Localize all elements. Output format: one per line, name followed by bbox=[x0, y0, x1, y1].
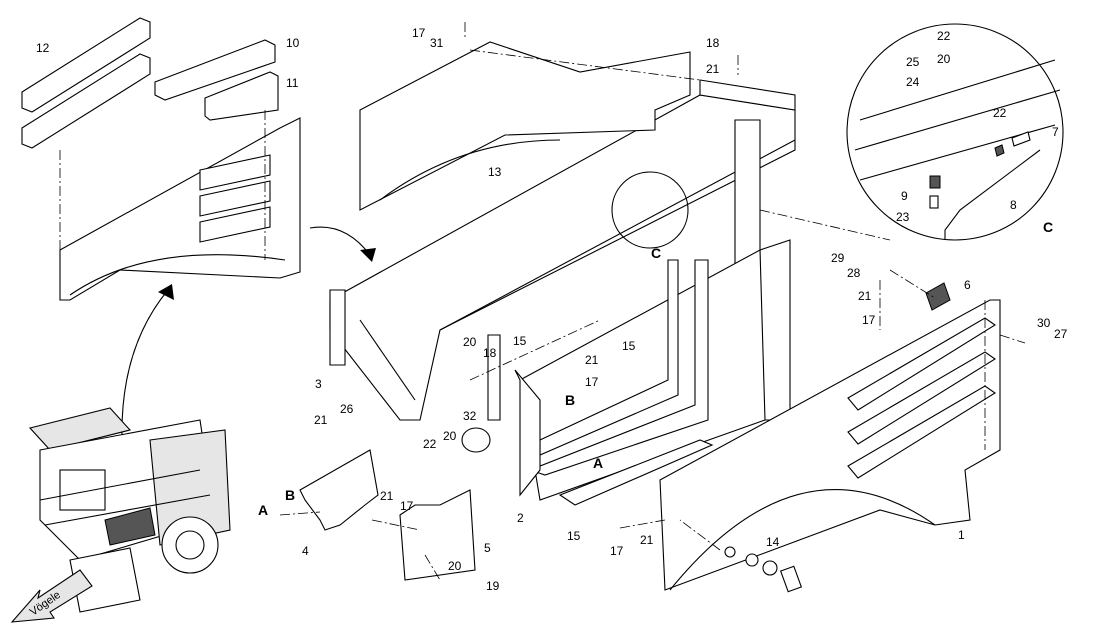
upper-left-panel-assembly bbox=[21, 17, 301, 301]
callout-32: 32 bbox=[463, 409, 477, 423]
callout-3: 3 bbox=[315, 377, 322, 391]
callout-26: 26 bbox=[340, 402, 354, 416]
callout-22: 22 bbox=[993, 106, 1007, 120]
callout-A: A bbox=[593, 455, 603, 471]
part-15-lower-rail bbox=[558, 439, 714, 506]
part-5-cover bbox=[399, 489, 476, 581]
callout-22: 22 bbox=[423, 437, 437, 451]
callout-13: 13 bbox=[488, 165, 502, 179]
callout-21: 21 bbox=[858, 289, 872, 303]
callout-19: 19 bbox=[486, 579, 500, 593]
callout-2: 2 bbox=[517, 511, 524, 525]
part-6-hinge bbox=[925, 282, 951, 311]
callout-17: 17 bbox=[412, 26, 426, 40]
callout-A: A bbox=[258, 502, 268, 518]
callout-17: 17 bbox=[862, 313, 876, 327]
callout-31: 31 bbox=[430, 36, 444, 50]
part-9-clip bbox=[929, 175, 941, 189]
callout-20: 20 bbox=[937, 52, 951, 66]
callout-18: 18 bbox=[483, 346, 497, 360]
callout-25: 25 bbox=[906, 55, 920, 69]
callout-B: B bbox=[285, 487, 295, 503]
detail-c-inset bbox=[846, 23, 1064, 241]
part-23-screw bbox=[929, 195, 939, 209]
part-12-strip-upper bbox=[21, 17, 151, 113]
part-8-rod bbox=[944, 149, 1041, 240]
callout-18: 18 bbox=[706, 36, 720, 50]
callout-8: 8 bbox=[1010, 198, 1017, 212]
part-15-rail-right bbox=[528, 259, 709, 476]
part-13-top-panel bbox=[359, 41, 691, 211]
highlighted-panel-area bbox=[104, 507, 156, 546]
callout-11: 11 bbox=[286, 76, 299, 90]
callout-21: 21 bbox=[314, 413, 328, 427]
callout-21: 21 bbox=[706, 62, 720, 76]
callout-15: 15 bbox=[513, 334, 527, 348]
part-3-bracket bbox=[329, 289, 346, 366]
callout-17: 17 bbox=[400, 499, 414, 513]
part-12-strip-lower bbox=[21, 53, 151, 149]
part-14-lock-assembly bbox=[724, 546, 803, 593]
callout-10: 10 bbox=[286, 36, 300, 50]
callout-7: 7 bbox=[1052, 125, 1059, 139]
callout-4: 4 bbox=[302, 544, 309, 558]
callout-27: 27 bbox=[1054, 327, 1068, 341]
callout-C: C bbox=[651, 245, 661, 261]
callout-C: C bbox=[1043, 219, 1053, 235]
callout-24: 24 bbox=[906, 75, 920, 89]
part-4-plate bbox=[299, 449, 379, 531]
callout-14: 14 bbox=[766, 535, 780, 549]
callout-28: 28 bbox=[847, 266, 861, 280]
machine-overview-illustration bbox=[28, 407, 231, 613]
callout-6: 6 bbox=[964, 278, 971, 292]
detail-c-marker-circle bbox=[611, 171, 689, 249]
callout-9: 9 bbox=[901, 189, 908, 203]
callout-20: 20 bbox=[443, 429, 457, 443]
callout-21: 21 bbox=[640, 533, 654, 547]
callout-30: 30 bbox=[1037, 316, 1051, 330]
callout-20: 20 bbox=[448, 559, 462, 573]
callout-5: 5 bbox=[484, 541, 491, 555]
callout-15: 15 bbox=[567, 529, 581, 543]
callout-20: 20 bbox=[463, 335, 477, 349]
callout-B: B bbox=[565, 392, 575, 408]
callout-15: 15 bbox=[622, 339, 636, 353]
callout-23: 23 bbox=[896, 210, 910, 224]
callout-labels: 12 10 11 17 31 13 18 21 22 20 25 24 22 7… bbox=[36, 26, 1068, 593]
callout-17: 17 bbox=[585, 375, 599, 389]
part-10-plate bbox=[154, 39, 276, 101]
callout-22: 22 bbox=[937, 29, 951, 43]
part-11-block bbox=[204, 71, 279, 121]
part-15-vertical-strip bbox=[487, 334, 501, 421]
flow-arrow-right bbox=[309, 226, 371, 256]
callout-17: 17 bbox=[610, 544, 624, 558]
callout-21: 21 bbox=[585, 353, 599, 367]
callout-1: 1 bbox=[958, 528, 965, 542]
part-32-rubber-buffer bbox=[461, 427, 491, 453]
callout-29: 29 bbox=[831, 251, 845, 265]
part-2-side-bracket bbox=[514, 369, 541, 497]
callout-12: 12 bbox=[36, 41, 50, 55]
callout-21: 21 bbox=[380, 489, 394, 503]
